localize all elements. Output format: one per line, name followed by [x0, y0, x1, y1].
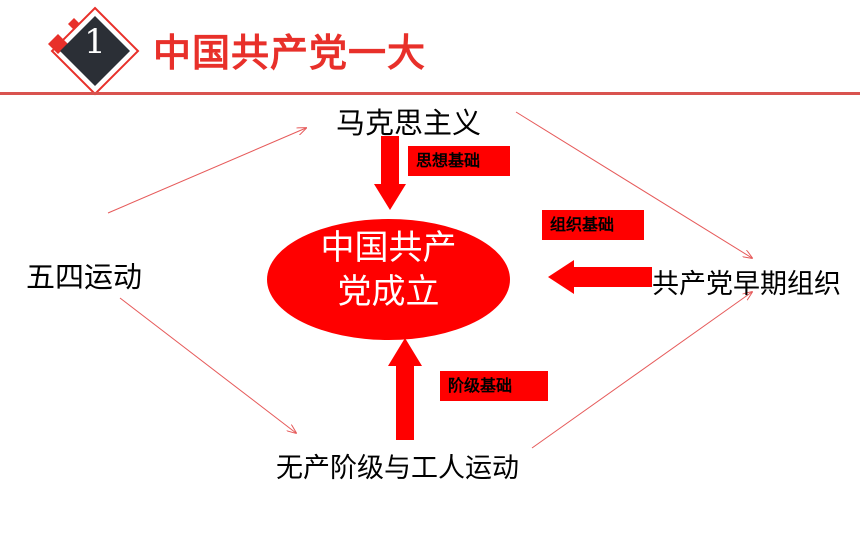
center-label-line1: 中国共产 — [320, 228, 457, 268]
arrow-up-from-workers — [388, 338, 422, 440]
center-ellipse — [267, 219, 510, 340]
node-workers: 无产阶级与工人运动 — [276, 453, 519, 484]
connector-marx-to-orgs — [515, 111, 752, 258]
tag-ideological: 思想基础 — [408, 146, 510, 176]
arrow-left-from-orgs — [548, 260, 652, 294]
tag-class: 阶级基础 — [440, 371, 548, 401]
connector-wusi-to-workers — [119, 297, 296, 433]
connector-wusi-to-marx — [107, 128, 306, 214]
tag-organizational: 组织基础 — [542, 210, 644, 240]
arrow-down-from-marx — [374, 136, 406, 210]
node-may-fourth: 五四运动 — [26, 260, 143, 294]
section-number: 1 — [84, 22, 106, 62]
node-marxism: 马克思主义 — [336, 106, 482, 140]
header-divider — [0, 92, 860, 95]
center-label: 中国共产 党成立 — [267, 226, 510, 314]
page-title: 中国共产党一大 — [153, 31, 427, 75]
node-early-orgs: 共产党早期组织 — [652, 269, 841, 300]
connector-workers-to-orgs — [531, 292, 752, 449]
section-number-badge — [48, 6, 140, 96]
center-label-line2: 党成立 — [337, 272, 440, 312]
